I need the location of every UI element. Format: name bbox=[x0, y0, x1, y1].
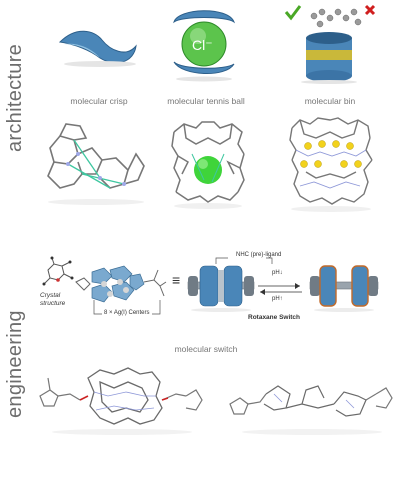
ag-callout-lines bbox=[93, 300, 161, 315]
cross-icon bbox=[364, 4, 376, 16]
equilibrium-arrows bbox=[258, 283, 302, 295]
bin-structure bbox=[289, 117, 373, 212]
tennis-ball-structure bbox=[171, 121, 245, 209]
caption-molecular-bin: molecular bin bbox=[304, 96, 356, 106]
tennis-ball-icon: Cl⁻ bbox=[173, 10, 236, 82]
equivalence-symbol: ≡ bbox=[172, 272, 181, 288]
rotaxane-right bbox=[309, 265, 379, 312]
engineering-label: engineering bbox=[4, 310, 26, 418]
switch-structure-left bbox=[39, 367, 203, 435]
rotaxane-switch-label: Rotaxane Switch bbox=[248, 314, 301, 321]
caption-molecular-tennis-ball: molecular tennis ball bbox=[167, 96, 245, 106]
chloride-label: Cl⁻ bbox=[192, 37, 213, 53]
nhc-callout bbox=[215, 257, 273, 264]
small-molecule bbox=[42, 256, 74, 286]
crisp-structure bbox=[47, 123, 145, 205]
check-icon bbox=[284, 5, 302, 21]
crystal-cluster bbox=[75, 265, 167, 303]
caption-molecular-switch: molecular switch bbox=[174, 344, 238, 354]
switch-structure-right bbox=[229, 385, 393, 435]
nhc-ligand-label: NHC (pre)-ligand bbox=[236, 252, 282, 258]
rotaxane-left bbox=[187, 265, 255, 312]
architecture-label: architecture bbox=[4, 43, 26, 152]
ph-up-label: pH↑ bbox=[272, 296, 283, 302]
crystal-structure-label: Crystal structure bbox=[40, 292, 66, 307]
molecular-bin-icon bbox=[284, 4, 376, 84]
ag-centers-label: 8 × Ag(I) Centers bbox=[104, 310, 150, 316]
caption-molecular-crisp: molecular crisp bbox=[70, 96, 128, 106]
ph-down-label: pH↓ bbox=[272, 270, 283, 276]
molecular-crisp-icon bbox=[58, 30, 137, 67]
